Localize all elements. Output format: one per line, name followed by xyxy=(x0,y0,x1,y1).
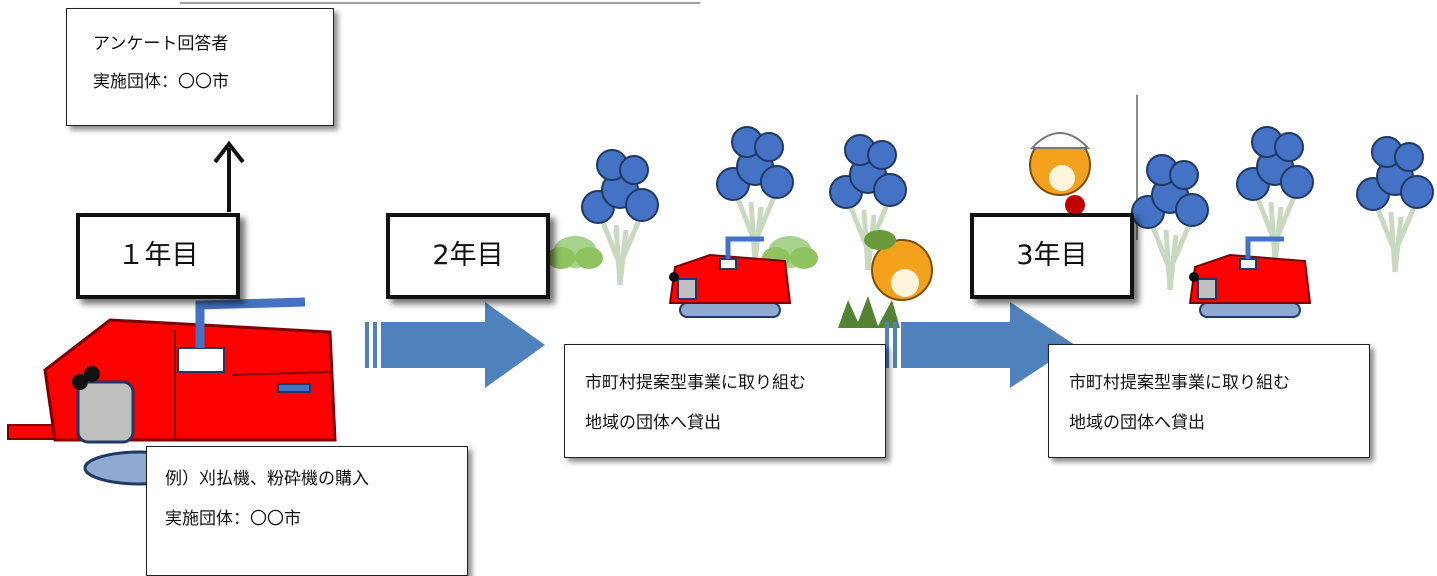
purchase-organization-label: 実施団体：〇〇市 xyxy=(165,509,301,529)
respondent-box: アンケート回答者 実施団体：〇〇市 xyxy=(66,8,334,126)
progress-arrow-2 xyxy=(885,302,1075,388)
loan-line-2: 地域の団体へ貸出 xyxy=(585,413,721,433)
forest-scene-2 xyxy=(547,127,933,328)
chipper-machine-large xyxy=(7,297,337,486)
loan-line-1: 市町村提案型事業に取り組む xyxy=(1069,373,1290,393)
loan-box-year-2: 市町村提案型事業に取り組む 地域の団体へ貸出 xyxy=(564,344,886,458)
purchase-example-label: 例）刈払機、粉砕機の購入 xyxy=(165,469,369,489)
loan-box-year-3: 市町村提案型事業に取り組む 地域の団体へ貸出 xyxy=(1048,344,1370,458)
cropped-header-strip xyxy=(0,0,1437,6)
year-2-text: 2年目 xyxy=(432,240,504,271)
year-3-text: 3年目 xyxy=(1016,240,1088,271)
purchase-box: 例）刈払機、粉砕機の購入 実施団体：〇〇市 xyxy=(146,446,468,576)
progress-arrow-1 xyxy=(365,302,545,388)
respondent-label: アンケート回答者 xyxy=(93,34,229,54)
diagram-graphics xyxy=(7,95,1437,486)
year-3-label: 3年目 xyxy=(970,213,1134,299)
forest-scene-3 xyxy=(1029,95,1433,317)
loan-line-1: 市町村提案型事業に取り組む xyxy=(585,373,806,393)
organization-label: 実施団体：〇〇市 xyxy=(93,72,229,92)
loan-line-2: 地域の団体へ貸出 xyxy=(1069,413,1205,433)
year-2-label: 2年目 xyxy=(386,213,550,299)
year-1-label: １年目 xyxy=(76,213,240,299)
year-1-text: １年目 xyxy=(117,240,199,271)
